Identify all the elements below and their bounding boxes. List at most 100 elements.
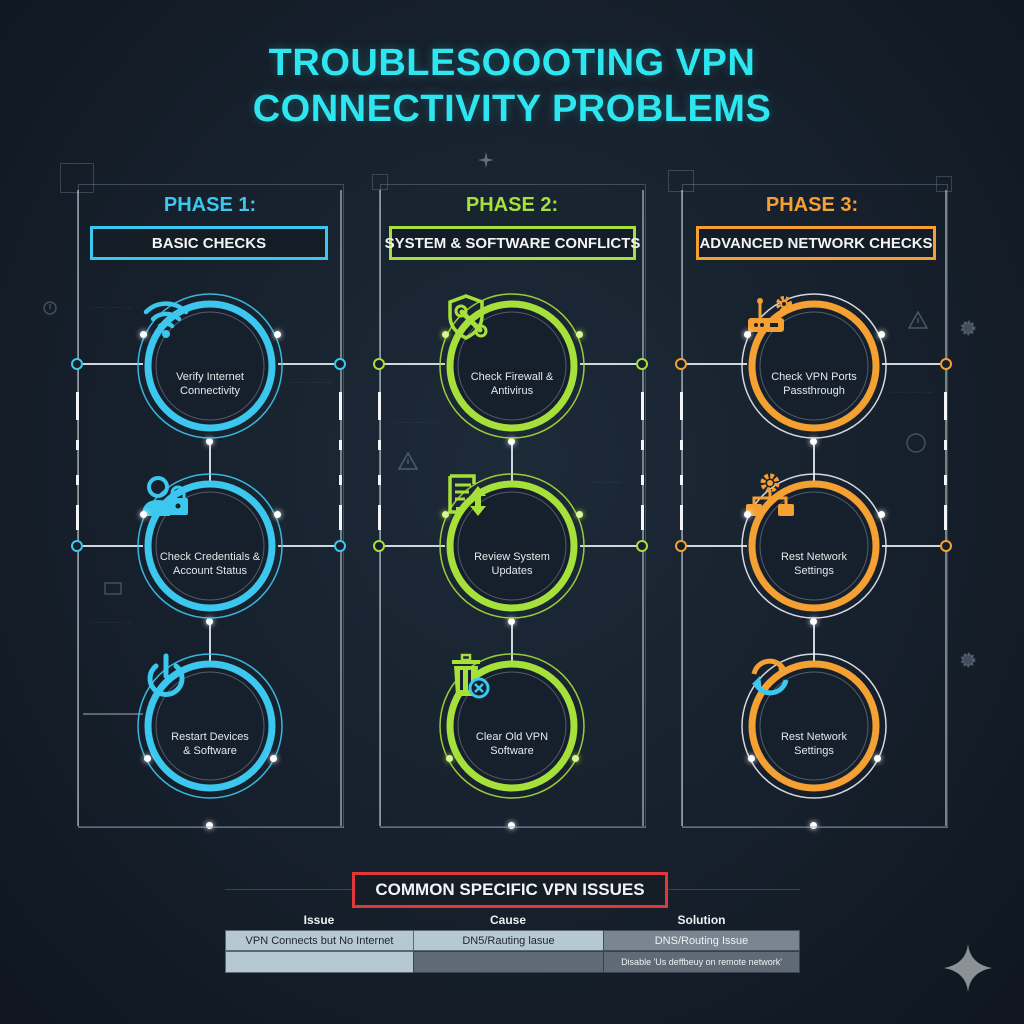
glow-dot [446, 755, 453, 762]
connector-dot [508, 822, 515, 829]
document-update-icon [448, 474, 486, 516]
chat-decor-icon [104, 582, 122, 595]
glow-dot [442, 511, 449, 518]
issues-title: COMMON SPECIFIC VPN ISSUES [352, 872, 668, 908]
glow-dot [878, 331, 885, 338]
step-label: Check Credentials & Account Status [159, 551, 261, 577]
user-lock-icon [142, 476, 188, 516]
ring-decor [439, 473, 585, 619]
step-review-updates[interactable]: Review System Updates [438, 472, 586, 620]
glow-dot [144, 755, 151, 762]
connector-dot [206, 438, 213, 445]
step-reset-network-1[interactable]: Rest Network Settings [740, 472, 888, 620]
glow-dot [572, 755, 579, 762]
corner-widget-decor [668, 170, 694, 192]
rail-dash [76, 392, 79, 420]
step-label: Rest Network Settings [780, 731, 848, 757]
globe-decor-icon [906, 433, 926, 453]
step-connector [511, 440, 513, 484]
step-check-vpn-ports[interactable]: Check VPN Ports Passthrough [740, 292, 888, 440]
network-gear-icon [746, 473, 794, 516]
step-restart-devices[interactable]: Restart Devices & Software [136, 652, 284, 800]
panel-bottom-line [682, 826, 948, 828]
rail-dash [76, 475, 79, 485]
rail-dash [680, 505, 683, 530]
column-header-solution: Solution [677, 913, 726, 927]
connector-node [940, 358, 952, 370]
table-cell: Disable 'Us deffbeuy on remote network' [603, 951, 800, 973]
power-icon [147, 653, 185, 697]
connector-line [580, 363, 636, 365]
glow-dot [140, 511, 147, 518]
step-check-credentials[interactable]: Check Credentials & Account Status [136, 472, 284, 620]
gear-decor-icon [960, 652, 976, 668]
table-cell: DN5/Rauting lasue [413, 930, 604, 951]
decor-text: ········ ······· ····· [890, 390, 934, 396]
connector-line [687, 545, 747, 547]
rail-dash [76, 440, 79, 450]
step-check-firewall[interactable]: Check Firewall & Antivirus [438, 292, 586, 440]
step-connector [511, 620, 513, 664]
connector-line [83, 713, 143, 715]
sparkle-icon [944, 944, 992, 992]
glow-dot [442, 331, 449, 338]
step-verify-internet[interactable]: Verify Internet Connectivity [136, 292, 284, 440]
rail-dash [339, 505, 342, 530]
trash-remove-icon [452, 653, 490, 699]
step-connector [209, 440, 211, 484]
rail-dash [378, 505, 381, 530]
rail-dash [680, 392, 683, 420]
connector-line [882, 545, 940, 547]
gear-decor-icon [960, 320, 976, 336]
step-label: Check Firewall & Antivirus [470, 371, 554, 397]
rail-dash [76, 505, 79, 530]
connector-node [334, 358, 346, 370]
connector-node [334, 540, 346, 552]
step-label: Rest Network Settings [780, 551, 848, 577]
rail-dash [339, 475, 342, 485]
connector-dot [810, 618, 817, 625]
connector-node [373, 358, 385, 370]
sparkle-decor-icon [478, 152, 494, 168]
rail-dash [339, 440, 342, 450]
connector-dot [508, 618, 515, 625]
wifi-icon [143, 301, 189, 338]
rail-dash [641, 475, 644, 485]
connector-node [940, 540, 952, 552]
rail-dash [944, 475, 947, 485]
step-label: Verify Internet Connectivity [176, 371, 244, 397]
decor-text: ········ ······· ····· [395, 420, 439, 426]
glow-dot [576, 331, 583, 338]
connector-line [687, 363, 747, 365]
connector-line [278, 545, 334, 547]
ring-decor [741, 293, 887, 439]
corner-widget-decor [372, 174, 388, 190]
phase-2-heading: SYSTEM & SOFTWARE CONFLICTS [385, 226, 640, 260]
title-line-1: TROUBLESOOOTING VPN [268, 42, 756, 84]
step-connector [813, 440, 815, 484]
rail-dash [641, 440, 644, 450]
step-connector [813, 620, 815, 664]
connector-node [71, 358, 83, 370]
phase-1-heading: BASIC CHECKS [90, 226, 328, 260]
decor-text: ········ ······· ····· [90, 305, 134, 311]
glow-dot [744, 511, 751, 518]
page-title: TROUBLESOOOTING VPN CONNECTIVITY PROBLEM… [0, 40, 1024, 132]
connector-line [580, 545, 636, 547]
warning-decor-icon [398, 452, 418, 470]
step-reset-network-2[interactable]: Rest Network Settings [740, 652, 888, 800]
rail-dash [944, 440, 947, 450]
glow-dot [274, 331, 281, 338]
refresh-icon [751, 658, 789, 696]
decor-text: ········ ······· [590, 480, 622, 486]
column-header-issue: Issue [303, 913, 335, 927]
rail-dash [680, 440, 683, 450]
connector-node [636, 540, 648, 552]
router-gear-icon [748, 296, 792, 332]
connector-line [385, 363, 445, 365]
step-clear-old-vpn[interactable]: Clear Old VPN Software [438, 652, 586, 800]
decor-text: ········ ······· ····· [290, 380, 334, 386]
connector-dot [810, 822, 817, 829]
decor-text: ········ ······· ····· [90, 620, 134, 626]
glow-dot [576, 511, 583, 518]
